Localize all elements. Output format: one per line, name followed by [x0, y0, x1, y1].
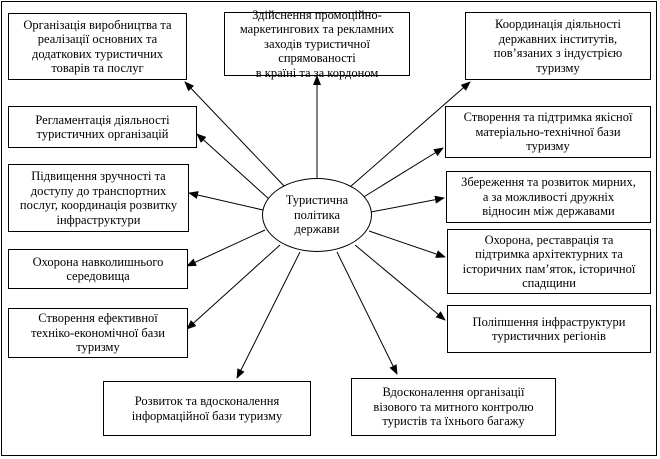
- box-regulation-organizations: Регламентація діяльності туристичних орг…: [8, 106, 197, 148]
- box-environment-protection: Охорона навколишнього середовища: [8, 249, 188, 289]
- box-promotion-marketing: Здійснення промоційно- маркетингових та …: [224, 8, 410, 80]
- arrow-to-b8: [186, 229, 266, 267]
- arrow-to-b7: [370, 195, 445, 213]
- box-visa-customs: Вдосконалення організації візового та ми…: [351, 378, 556, 436]
- arrow-to-b4: [196, 133, 271, 201]
- arrow-to-b1: [184, 81, 286, 188]
- arrow-to-b10: [186, 244, 281, 330]
- box-material-base: Створення та підтримка якісної матеріаль…: [445, 106, 651, 158]
- arrow-to-b9: [368, 230, 446, 258]
- arrow-to-b12: [236, 251, 301, 379]
- central-ellipse-tourism-policy: Туристична політика держави: [262, 178, 372, 252]
- arrow-to-b11: [354, 244, 446, 321]
- arrow-to-b5: [361, 147, 444, 199]
- box-heritage-protection: Охорона, реставрація та підтримка архіте…: [447, 229, 651, 294]
- box-state-coordination: Координація діяльності державних інститу…: [465, 12, 651, 80]
- box-techno-economic-base: Створення ефективної техніко-економічної…: [8, 308, 188, 358]
- box-tourism-production: Організація виробництва та реалізації ос…: [8, 13, 187, 80]
- box-regional-infrastructure: Поліпшення інфраструктури туристичних ре…: [447, 305, 651, 353]
- arrow-to-b6: [188, 191, 264, 211]
- box-information-base: Розвиток та вдосконалення інформаційної …: [103, 381, 311, 436]
- box-transport-infrastructure: Підвищення зручності та доступу до транс…: [8, 164, 189, 232]
- arrow-to-b3: [349, 81, 471, 188]
- box-peaceful-relations: Збереження та розвиток мирних, а за можл…: [446, 171, 651, 223]
- arrow-to-b13: [336, 251, 398, 375]
